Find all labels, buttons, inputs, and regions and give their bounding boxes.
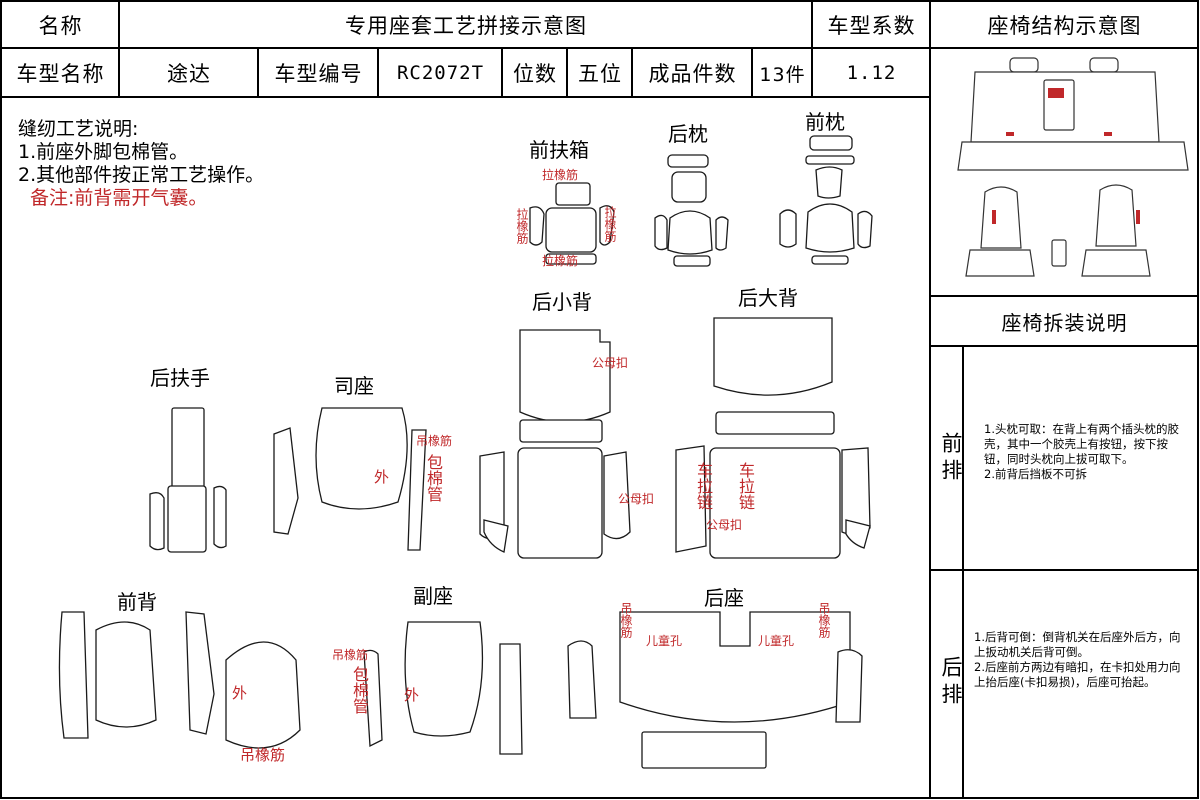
annotation-hang-rubber-front-back: 吊橡筋 (240, 746, 286, 764)
annotation-hang-rubber-passenger: 吊橡筋 (332, 648, 369, 662)
annotation-outside-passenger: 外 (404, 686, 420, 704)
disassembly-title: 座椅拆装说明 (1001, 311, 1128, 335)
label-rear-seat: 后座 (704, 586, 744, 610)
notes-title: 缝纫工艺说明: (18, 118, 139, 140)
front-row-instructions: 1.头枕可取：在背上有两个插头枕的胶壳，其中一个胶壳上有按钮，按下按钮，同时头枕… (984, 422, 1186, 482)
seat-structure-illustration (957, 57, 1189, 277)
rear-row-text-1: 1.后背可倒：倒背机关在后座外后方，向上扳动机关后背可倒。 (974, 630, 1181, 659)
annotation-snap-middle: 公母扣 (618, 492, 655, 506)
front-armbox-pieces (529, 182, 615, 265)
annotation-hang-rubber-driver: 吊橡筋 (416, 434, 453, 448)
sewing-notes: 缝纫工艺说明: 1.前座外脚包棉管。 2.其他部件按正常工艺操作。 备注:前背需… (18, 118, 264, 210)
model-name-label: 车型名称 (16, 62, 105, 86)
front-row-label: 前排 (939, 432, 963, 486)
front-row-text-2: 2.前背后挡板不可拆 (984, 467, 1087, 481)
annotation-zipper-left: 车拉链 (694, 462, 713, 510)
notes-line-1: 1.前座外脚包棉管。 (18, 141, 189, 163)
label-front-armbox: 前扶箱 (529, 138, 589, 162)
label-rear-small-back: 后小背 (532, 290, 592, 314)
rear-row-label: 后排 (939, 656, 963, 710)
annotation-child-hole-right: 儿童孔 (758, 634, 795, 648)
model-code-label: 车型编号 (274, 62, 363, 86)
annotation-hang-rubber-rear-right: 吊橡筋 (817, 602, 831, 638)
label-passenger-seat: 副座 (413, 584, 453, 608)
pieces-label: 成品件数 (648, 62, 737, 86)
label-rear-armrest: 后扶手 (150, 366, 210, 390)
coef-value: 1.12 (846, 62, 897, 84)
label-driver-seat: 司座 (334, 374, 374, 398)
annotation-outside-driver: 外 (374, 468, 390, 486)
annotation-pull-rubber-bottom: 拉橡筋 (542, 254, 579, 268)
rear-small-back-pieces (479, 329, 631, 559)
annotation-pull-rubber-left: 拉橡筋 (515, 208, 529, 244)
notes-line-2: 2.其他部件按正常工艺操作。 (18, 164, 265, 186)
rear-row-text-2: 2.后座前方两边有暗扣，在卡扣处用力向上抬后座(卡扣易损)，后座可抬起。 (974, 660, 1181, 689)
label-front-back: 前背 (117, 590, 157, 614)
driver-seat-pieces (273, 407, 427, 551)
annotation-zipper-right: 车拉链 (736, 462, 755, 510)
rear-pillow-pieces (654, 154, 729, 267)
structure-label: 座椅结构示意图 (987, 14, 1142, 38)
rear-big-back-pieces (675, 317, 871, 559)
annotation-snap-big-back: 公母扣 (706, 518, 743, 532)
front-row-text-1: 1.头枕可取：在背上有两个插头枕的胶壳，其中一个胶壳上有按钮，按下按钮，同时头枕… (984, 422, 1179, 466)
label-front-pillow: 前枕 (805, 110, 845, 134)
annotation-snap-small-back: 公母扣 (592, 356, 629, 370)
rear-row-instructions: 1.后背可倒：倒背机关在后座外后方，向上扳动机关后背可倒。 2.后座前方两边有暗… (974, 630, 1188, 690)
annotation-wrap-tube-driver: 包棉管 (424, 454, 443, 502)
annotation-wrap-tube-passenger: 包棉管 (350, 666, 369, 714)
seats-value: 五位 (578, 62, 622, 86)
annotation-hang-rubber-rear-left: 吊橡筋 (619, 602, 633, 638)
model-name-value: 途达 (167, 62, 211, 86)
rear-seat-pieces (567, 611, 863, 769)
notes-remark: 备注:前背需开气囊。 (30, 187, 208, 209)
front-back-pieces (58, 611, 301, 749)
label-rear-pillow: 后枕 (668, 122, 708, 146)
name-label: 名称 (38, 14, 83, 38)
model-code-value: RC2072T (396, 62, 485, 84)
front-pillow-pieces (779, 135, 873, 265)
annotation-outside-front-back: 外 (232, 684, 248, 702)
document-title: 专用座套工艺拼接示意图 (345, 14, 587, 38)
passenger-seat-pieces (363, 621, 523, 755)
label-rear-big-back: 后大背 (738, 286, 798, 310)
coef-label: 车型系数 (827, 14, 916, 38)
pieces-value: 13件 (759, 63, 806, 86)
annotation-pull-rubber-top: 拉橡筋 (542, 168, 579, 182)
annotation-pull-rubber-right: 拉橡筋 (603, 206, 617, 242)
rear-armrest-pieces (149, 407, 227, 553)
annotation-child-hole-left: 儿童孔 (646, 634, 683, 648)
pattern-pieces (58, 135, 873, 769)
seats-label: 位数 (513, 62, 557, 86)
